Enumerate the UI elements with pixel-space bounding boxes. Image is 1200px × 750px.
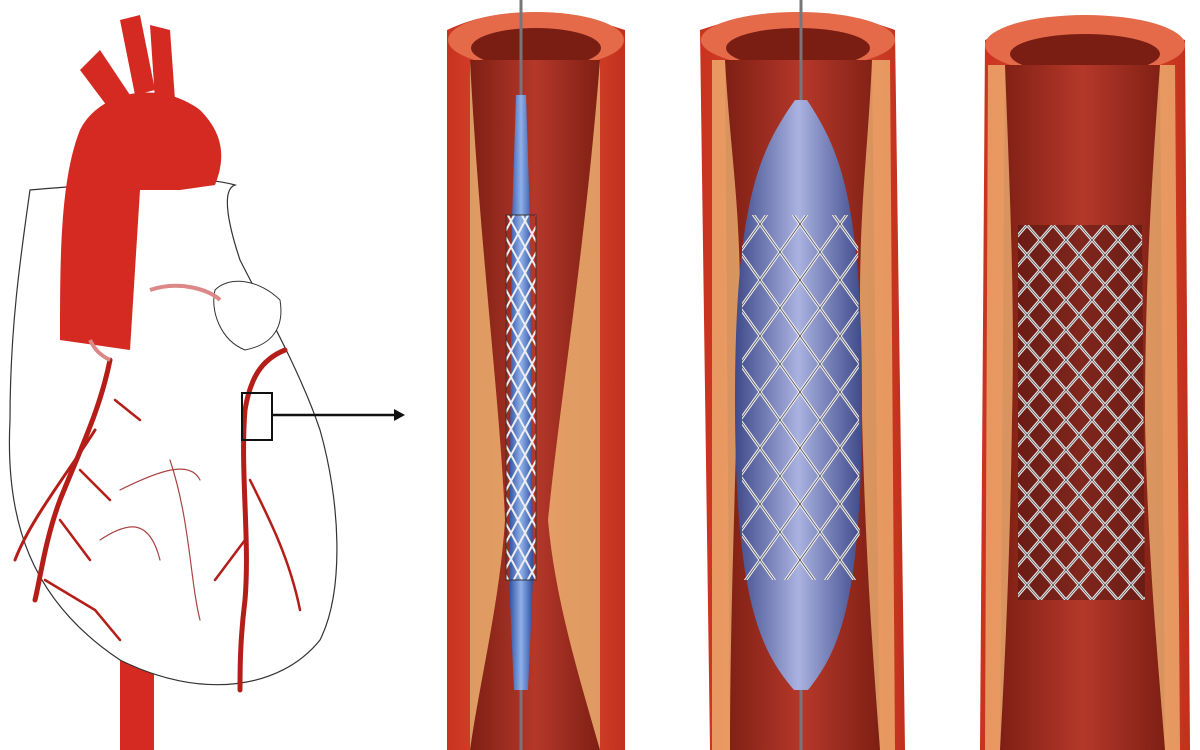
vessel-stent-deployed bbox=[980, 15, 1190, 750]
coronary-arteries bbox=[13, 347, 302, 693]
crimped-stent bbox=[505, 214, 537, 581]
arrow-head bbox=[394, 409, 405, 421]
zoom-box bbox=[241, 392, 273, 441]
aorta bbox=[60, 92, 222, 350]
vessel-balloon-inflated bbox=[700, 0, 905, 750]
expanded-stent bbox=[742, 215, 860, 580]
vessel-narrowed bbox=[447, 0, 625, 750]
deployed-stent bbox=[1018, 225, 1145, 600]
plaque-left bbox=[470, 60, 505, 750]
heart bbox=[8, 15, 405, 750]
descending-aorta bbox=[120, 660, 154, 750]
aortic-branches bbox=[80, 15, 175, 110]
heart-outline bbox=[8, 178, 338, 686]
plaque-right bbox=[548, 60, 600, 750]
